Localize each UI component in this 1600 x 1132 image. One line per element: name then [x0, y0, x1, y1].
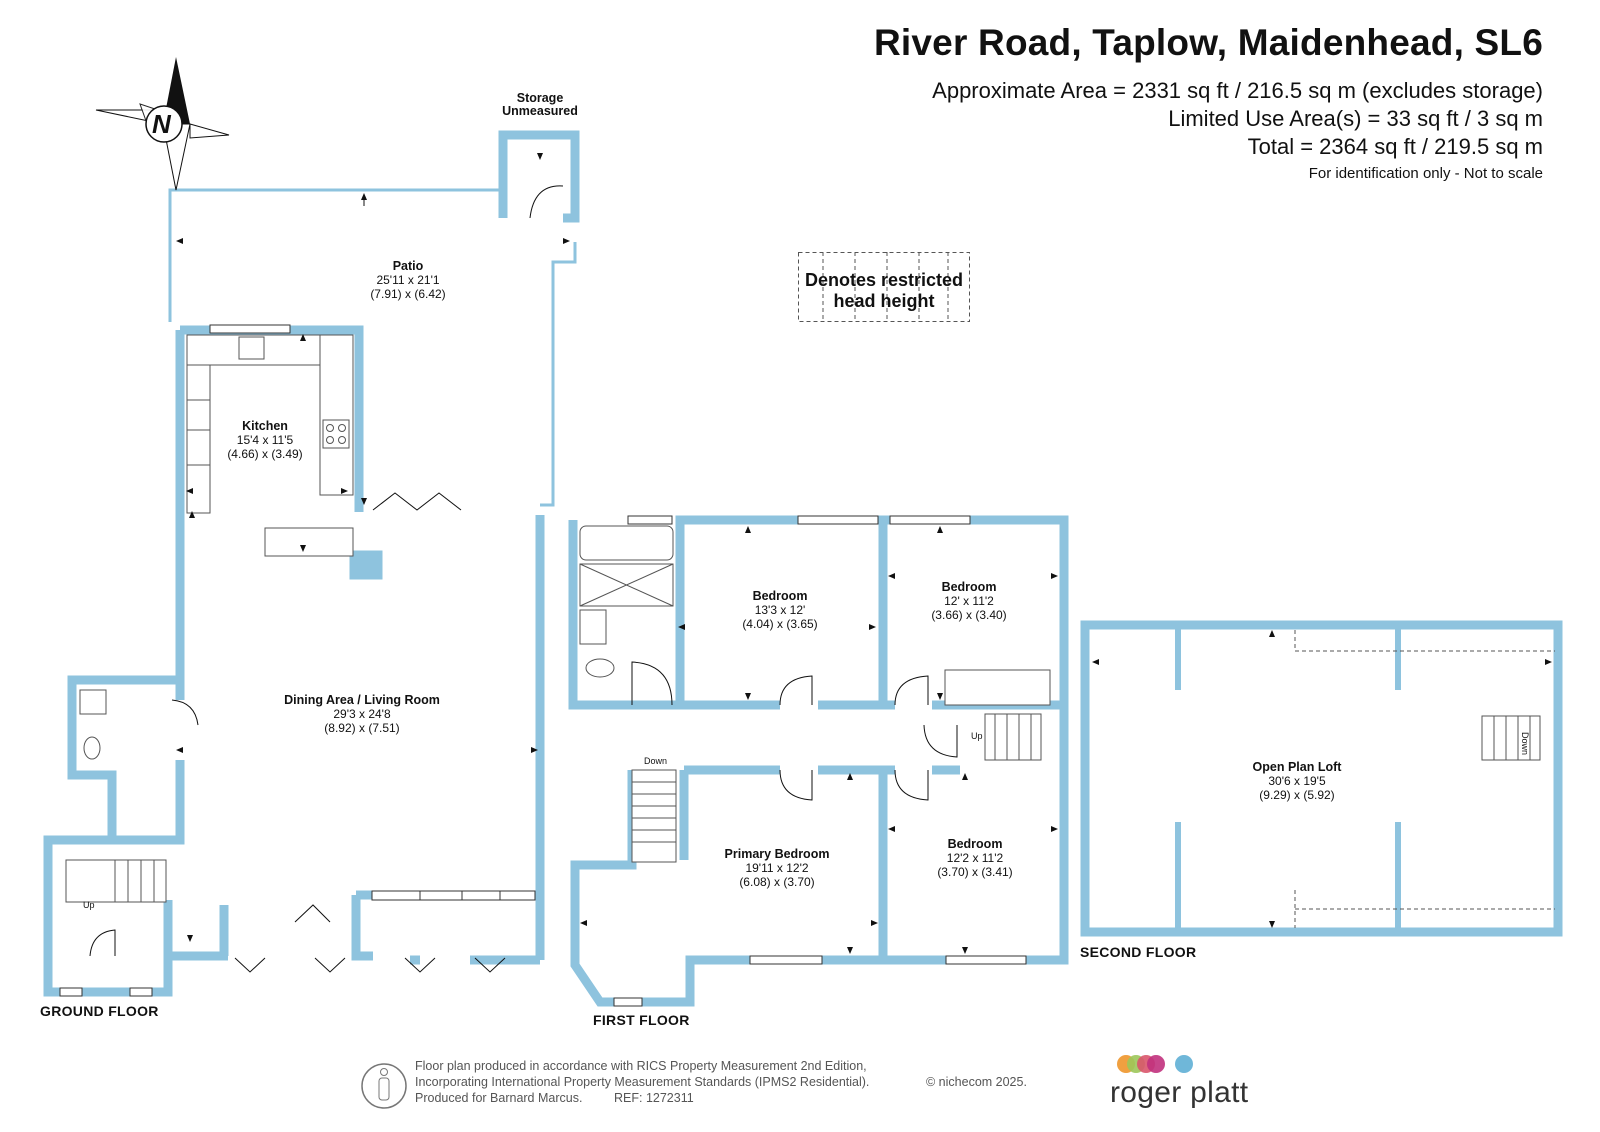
- approximate-area: Approximate Area = 2331 sq ft / 216.5 sq…: [932, 78, 1543, 103]
- room-name: Primary Bedroom: [724, 847, 830, 861]
- room-name: Bedroom: [752, 589, 808, 603]
- footer-copyright: © nichecom 2025.: [926, 1075, 1027, 1089]
- room-imperial: 19'11 x 12'2: [745, 861, 809, 875]
- room-metric: (8.92) x (7.51): [324, 721, 400, 735]
- landing-stairs: [984, 713, 1042, 761]
- second-floor-label: SECOND FLOOR: [1080, 944, 1197, 960]
- room-name: Open Plan Loft: [1252, 760, 1342, 774]
- rics-person-icon: [361, 1063, 407, 1109]
- room-metric: (4.66) x (3.49): [227, 447, 303, 461]
- restricted-head-height-legend: Denotes restricted head height: [798, 252, 970, 322]
- room-metric: (6.08) x (3.70): [739, 875, 815, 889]
- room-open-plan-loft: Open Plan Loft 30'6 x 19'5 (9.29) x (5.9…: [1253, 760, 1342, 802]
- room-storage: Storage Unmeasured: [502, 92, 578, 118]
- room-name: Bedroom: [947, 837, 1003, 851]
- room-name: Kitchen: [242, 419, 288, 433]
- room-metric: (7.91) x (6.42): [370, 287, 446, 301]
- total-area: Total = 2364 sq ft / 219.5 sq m: [1247, 134, 1543, 159]
- room-bedroom-2: Bedroom 12' x 11'2 (3.66) x (3.40): [931, 580, 1006, 622]
- windows: [59, 515, 1027, 1007]
- bathroom-fittings: [79, 525, 674, 760]
- footer-ipms-line: Incorporating International Property Mea…: [415, 1075, 870, 1089]
- kitchen-fittings: [186, 324, 354, 557]
- room-imperial: 15'4 x 11'5: [236, 433, 294, 447]
- room-metric: (3.66) x (3.40): [931, 608, 1007, 622]
- wc-icon: [585, 658, 615, 678]
- storage-walls: [498, 130, 580, 223]
- restricted-zones: [1294, 630, 1555, 928]
- first-floor-stairs: [631, 769, 677, 863]
- landing-stairs-up-label: Up: [971, 731, 983, 741]
- first-floor-label: FIRST FLOOR: [593, 1012, 690, 1028]
- room-patio: Patio 25'11 x 21'1 (7.91) x (6.42): [370, 259, 445, 301]
- room-imperial: 12'2 x 11'2: [946, 851, 1004, 865]
- hob-icon: [322, 419, 350, 449]
- property-title: River Road, Taplow, Maidenhead, SL6: [873, 22, 1543, 63]
- room-imperial: 12' x 11'2: [944, 594, 994, 608]
- dimension-arrows: [176, 153, 1552, 954]
- compass-north-label: N: [152, 109, 172, 139]
- kitchen-sink-icon: [238, 336, 265, 360]
- room-primary-bedroom: Primary Bedroom 19'11 x 12'2 (6.08) x (3…: [725, 847, 830, 889]
- basin-icon: [579, 609, 607, 645]
- room-imperial: 25'11 x 21'1: [376, 273, 440, 287]
- room-dining-living: Dining Area / Living Room 29'3 x 24'8 (8…: [284, 693, 440, 735]
- compass-rose: N: [95, 57, 230, 191]
- room-name: Storage: [516, 91, 564, 105]
- bath-icon: [579, 525, 674, 561]
- limited-use-area: Limited Use Area(s) = 33 sq ft / 3 sq m: [1168, 106, 1543, 131]
- room-bedroom-1: Bedroom 13'3 x 12' (4.04) x (3.65): [742, 589, 817, 631]
- footer-rics-line: Floor plan produced in accordance with R…: [415, 1059, 867, 1073]
- stairs: [65, 669, 1541, 903]
- room-kitchen: Kitchen 15'4 x 11'5 (4.66) x (3.49): [227, 419, 302, 461]
- room-metric: (3.70) x (3.41): [937, 865, 1013, 879]
- brand-logo-dots: [1117, 1055, 1193, 1073]
- ground-floor-stairs: [65, 859, 167, 903]
- room-name: Dining Area / Living Room: [284, 693, 440, 707]
- room-imperial: 13'3 x 12': [754, 603, 806, 617]
- loft-stairs-down-label: Down: [1520, 732, 1530, 756]
- identification-note: For identification only - Not to scale: [1308, 165, 1543, 182]
- doors: [89, 185, 958, 973]
- restricted-legend-text: Denotes restricted head height: [804, 270, 964, 311]
- footer-produced-for: Produced for Barnard Marcus.: [415, 1091, 583, 1105]
- room-imperial: 29'3 x 24'8: [333, 707, 391, 721]
- room-imperial: 30'6 x 19'5: [1268, 774, 1326, 788]
- patio-boundary: [168, 188, 503, 322]
- stairs-up-label: Up: [83, 900, 95, 910]
- footer-reference: REF: 1272311: [614, 1091, 694, 1105]
- room-name: Bedroom: [941, 580, 997, 594]
- restricted-legend-box: [798, 252, 970, 322]
- room-metric: (4.04) x (3.65): [742, 617, 818, 631]
- room-name: Patio: [392, 259, 424, 273]
- room-dims: Unmeasured: [502, 104, 578, 118]
- brand-name: roger platt: [1110, 1076, 1249, 1109]
- ground-floor-label: GROUND FLOOR: [40, 1003, 159, 1019]
- loft-stairs: [1481, 715, 1541, 761]
- room-metric: (9.29) x (5.92): [1259, 788, 1335, 802]
- stairs-down-label: Down: [644, 756, 668, 766]
- room-bedroom-3: Bedroom 12'2 x 11'2 (3.70) x (3.41): [937, 837, 1012, 879]
